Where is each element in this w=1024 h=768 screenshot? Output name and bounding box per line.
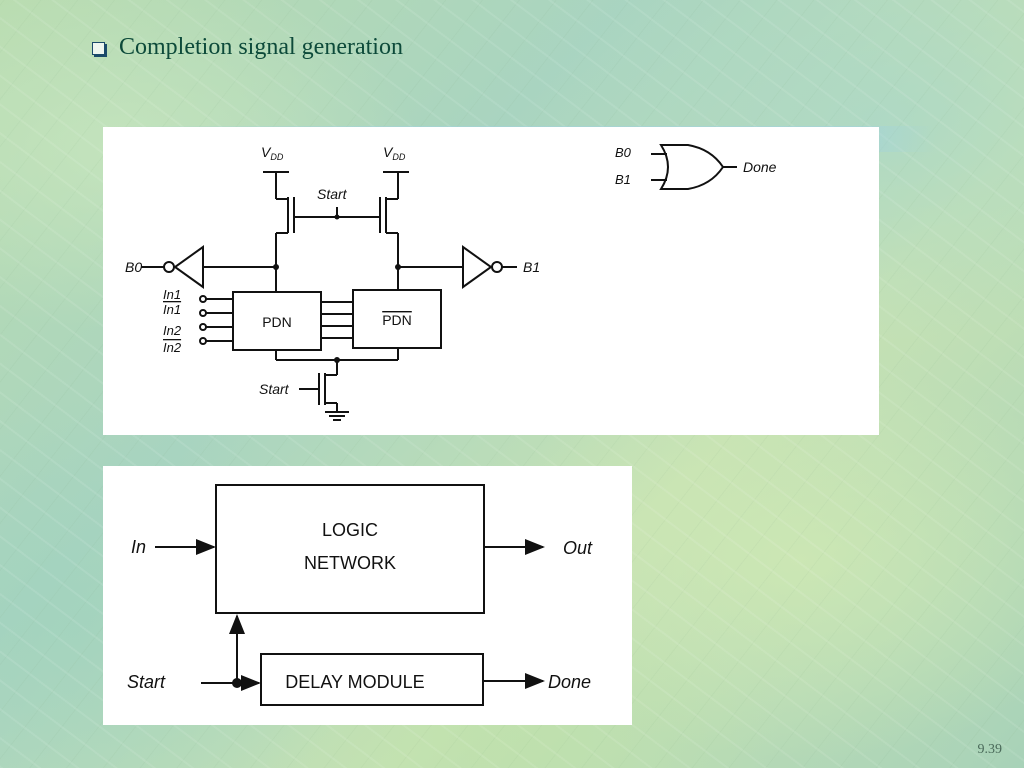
- circuit-panel: VDD VDD Start B0 B1 In1 In1 In2 In2 PDN …: [103, 127, 879, 435]
- input-in2-label: In2: [163, 323, 182, 338]
- input-in1-bar-label: In1: [163, 302, 181, 317]
- start-junction-dot: [232, 678, 242, 688]
- b0-label: B0: [125, 259, 142, 275]
- start-bottom-label: Start: [259, 381, 290, 397]
- logic-network-block: [215, 484, 485, 614]
- or-gate-shape: [659, 144, 725, 190]
- b1-label: B1: [523, 259, 540, 275]
- or-output-done-label: Done: [743, 159, 777, 175]
- delay-module-label: DELAY MODULE: [285, 672, 424, 692]
- title-row: Completion signal generation: [92, 34, 403, 61]
- vdd-right-label: VDD: [383, 144, 406, 162]
- done-label: Done: [548, 672, 591, 692]
- input-in2-bar-label: In2: [163, 340, 182, 355]
- logic-label-line1: LOGIC: [322, 520, 378, 540]
- pdn-label: PDN: [262, 314, 292, 330]
- start-top-label: Start: [317, 186, 348, 202]
- block-diagram-panel: LOGIC NETWORK In Out Start DELAY MODULE …: [103, 466, 632, 725]
- block-diagram: LOGIC NETWORK In Out Start DELAY MODULE …: [127, 484, 593, 706]
- circuit-diagram: VDD VDD Start B0 B1 In1 In1 In2 In2 PDN …: [125, 144, 777, 421]
- out-label: Out: [563, 538, 593, 558]
- logic-label-line2: NETWORK: [304, 553, 396, 573]
- or-input-b0-label: B0: [615, 145, 632, 160]
- checkbox-bullet-icon: [92, 42, 105, 55]
- input-in1-label: In1: [163, 287, 181, 302]
- vdd-left-label: VDD: [261, 144, 284, 162]
- or-input-b1-label: B1: [615, 172, 631, 187]
- delay-module-block: [260, 653, 484, 706]
- slide-title: Completion signal generation: [119, 34, 403, 60]
- page-number: 9.39: [977, 742, 1003, 757]
- in-label: In: [131, 537, 146, 557]
- start-label: Start: [127, 672, 166, 692]
- pdn-bar-label: PDN: [382, 312, 412, 328]
